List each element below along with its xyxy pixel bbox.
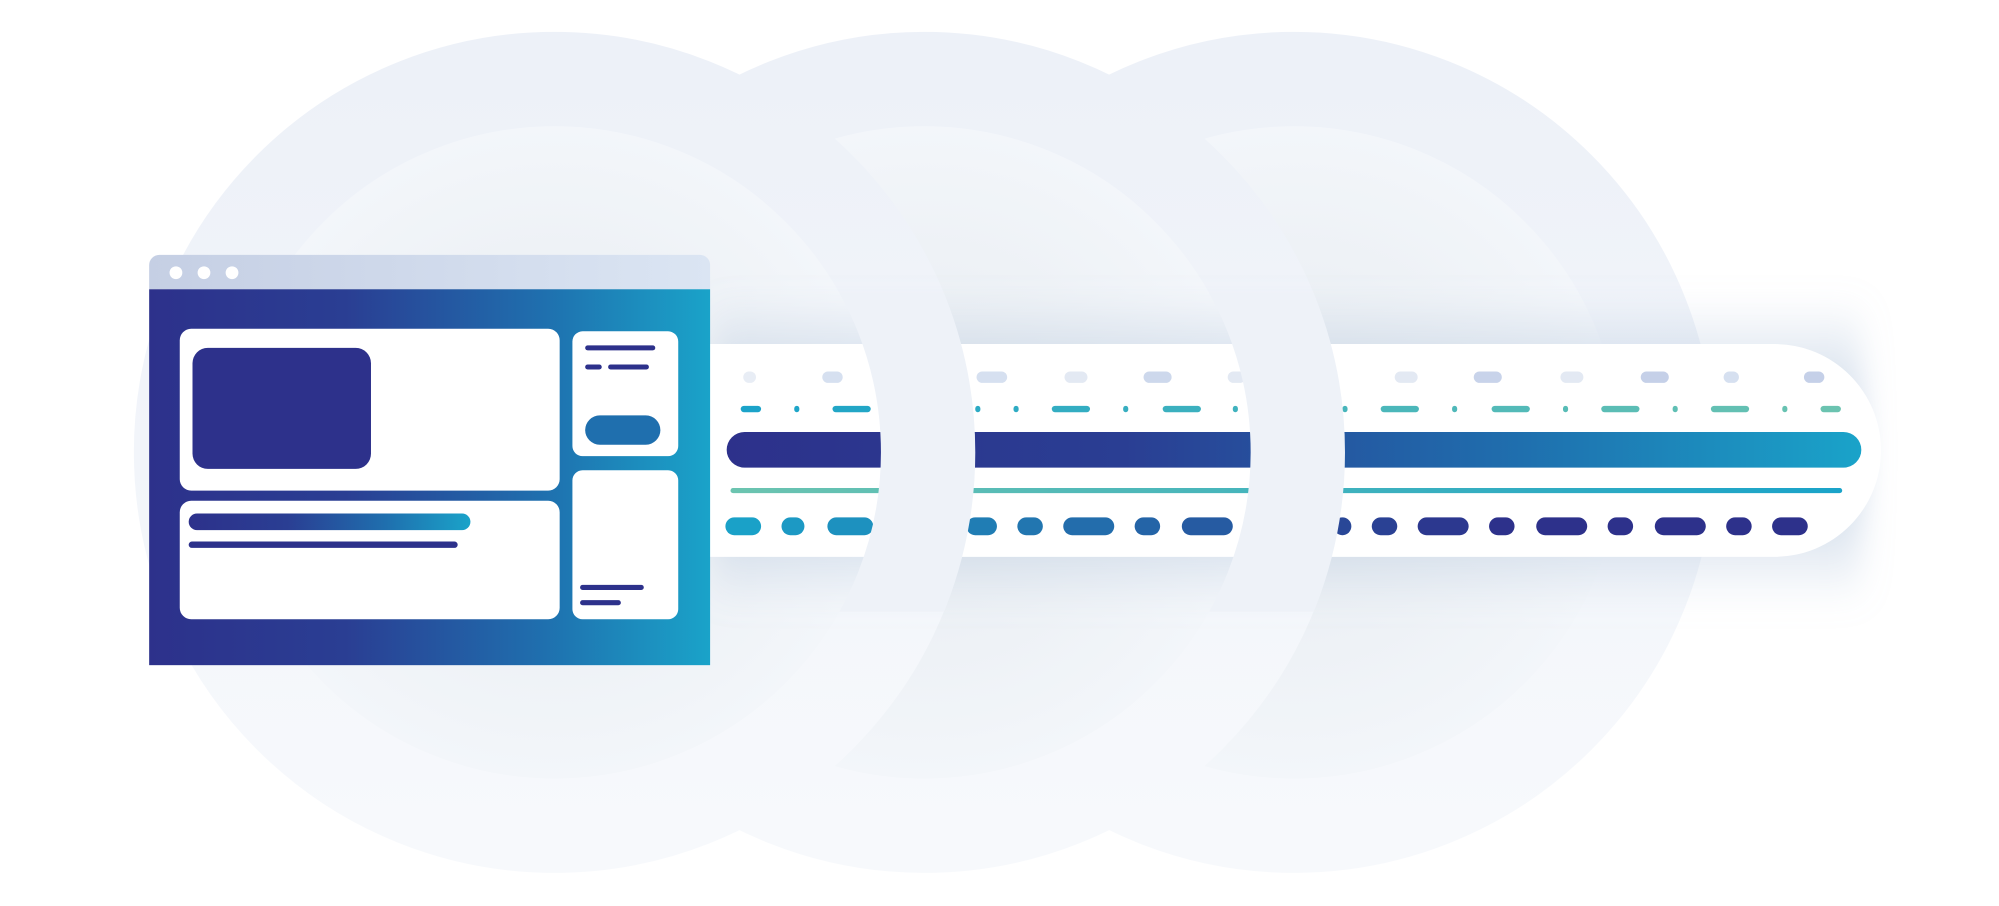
stream-dot — [1654, 517, 1706, 536]
light-dot — [976, 371, 1008, 383]
stream-dot — [1726, 517, 1752, 536]
stream-dot — [1417, 517, 1469, 536]
browser-window — [149, 254, 711, 666]
teal-dash — [1013, 405, 1019, 413]
window-dot-icon — [225, 266, 239, 280]
teal-dash — [1601, 405, 1640, 413]
light-dot — [1143, 371, 1172, 383]
stream-dot — [827, 517, 874, 536]
teal-dash — [975, 405, 981, 413]
stream-dot — [1772, 517, 1808, 536]
stream-dot — [1134, 517, 1161, 536]
lower-card — [179, 500, 560, 620]
light-dot — [1394, 371, 1418, 383]
stream-dot — [1181, 517, 1233, 536]
teal-dash — [740, 405, 762, 413]
stream-dot — [1371, 517, 1398, 536]
stream-dot — [966, 517, 997, 536]
light-dot — [1560, 371, 1584, 383]
teal-dash — [1123, 405, 1129, 413]
image-placeholder — [192, 347, 371, 469]
light-dot — [1723, 371, 1739, 383]
text-line — [585, 364, 602, 370]
teal-dash — [1710, 405, 1750, 413]
light-dot — [1473, 371, 1502, 383]
teal-dash — [1562, 405, 1569, 413]
teal-dash — [1820, 405, 1841, 413]
stream-dot — [1607, 517, 1634, 536]
text-line — [608, 364, 649, 370]
light-dot — [1803, 371, 1825, 383]
text-line — [585, 345, 656, 351]
teal-dash — [1162, 405, 1201, 413]
text-line — [188, 541, 458, 548]
light-dots-row — [743, 371, 1825, 383]
light-dot — [1227, 371, 1246, 383]
heading-line — [188, 513, 471, 531]
teal-dash — [1380, 405, 1419, 413]
teal-dash — [1051, 405, 1091, 413]
teal-dash — [1342, 405, 1348, 413]
light-dot — [743, 371, 756, 383]
teal-dash — [1491, 405, 1530, 413]
side-card-bottom — [572, 470, 679, 620]
stream-dot — [725, 517, 762, 536]
stream-dot — [1017, 517, 1043, 536]
text-line — [580, 584, 644, 590]
browser-titlebar — [149, 254, 711, 290]
teal-dash — [832, 405, 871, 413]
window-dot-icon — [197, 266, 211, 280]
stream-dot — [1063, 517, 1115, 536]
ring-1-front — [839, 293, 976, 612]
teal-dash — [1782, 405, 1788, 413]
light-dot — [822, 371, 843, 383]
teal-dashes-row — [740, 405, 1841, 413]
teal-dash — [794, 405, 800, 413]
window-dot-icon — [169, 266, 183, 280]
dots-row — [725, 517, 1808, 536]
teal-dash — [1672, 405, 1678, 413]
light-dot — [1064, 371, 1088, 383]
light-dot — [1640, 371, 1669, 383]
teal-dash — [1452, 405, 1458, 413]
ring-2-front — [1209, 293, 1345, 612]
teal-dash — [1232, 405, 1238, 413]
text-line — [580, 600, 621, 606]
stream-dot — [1536, 517, 1588, 536]
card-button — [585, 415, 661, 445]
ring-front-arcs — [839, 293, 1345, 612]
stream-dot — [781, 517, 805, 536]
stream-dot — [1489, 517, 1515, 536]
